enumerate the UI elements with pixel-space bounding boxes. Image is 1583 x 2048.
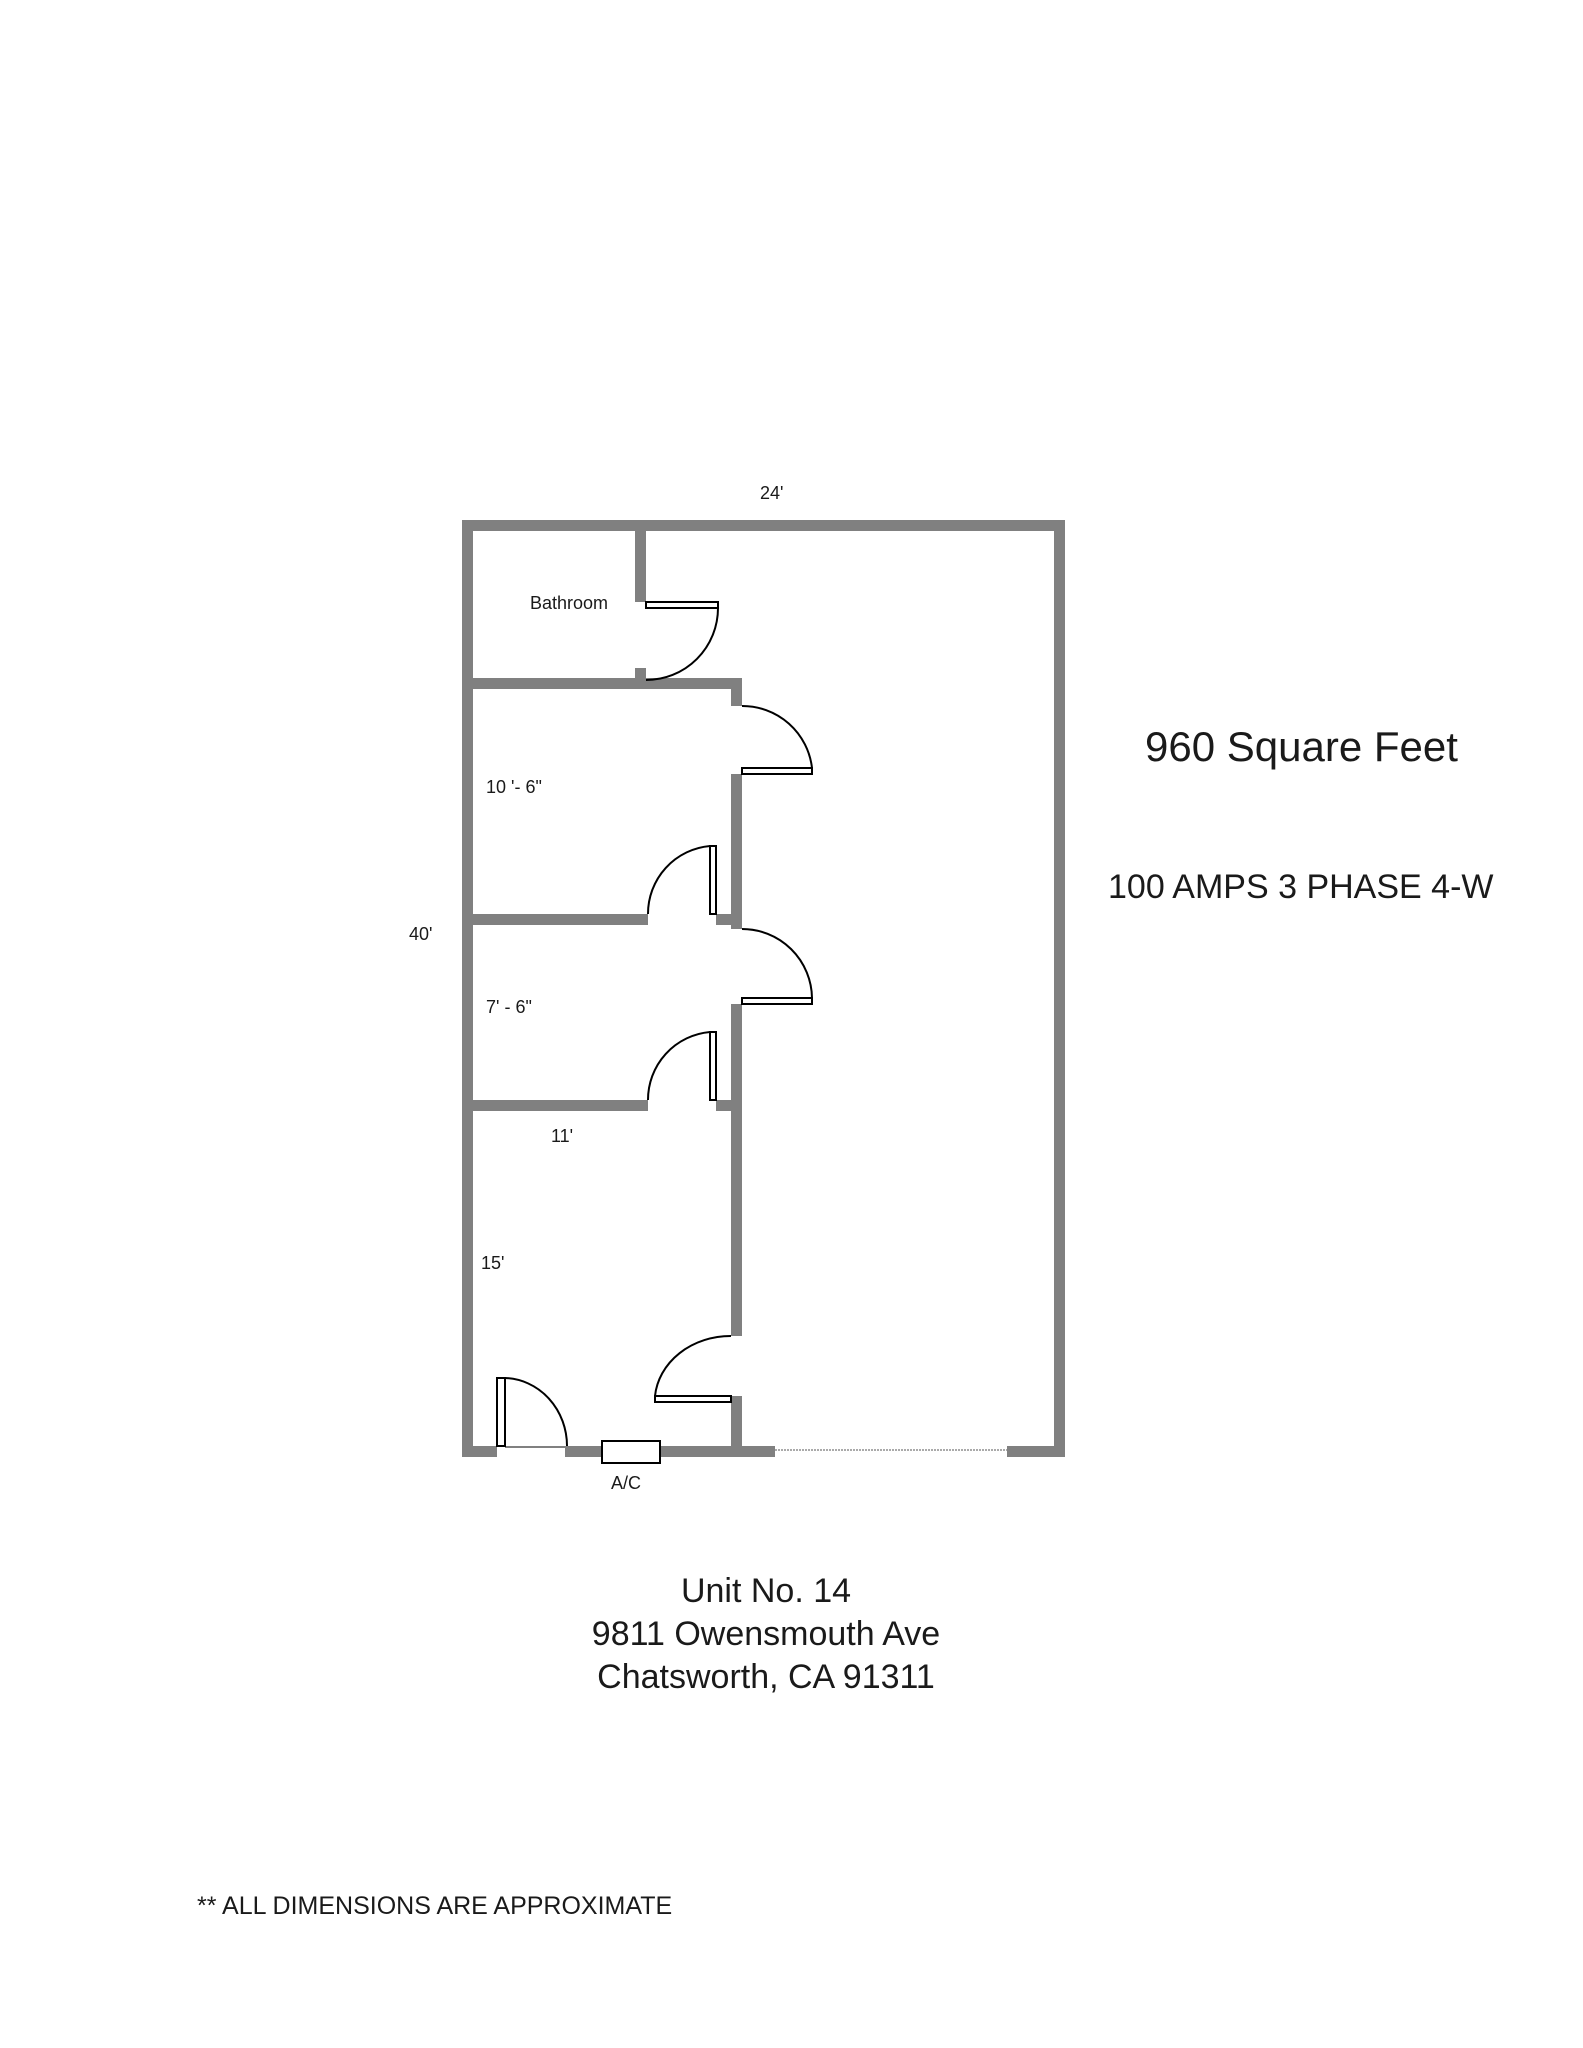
- width-label: 24': [760, 483, 784, 503]
- bottom-wall-mid: [565, 1446, 775, 1457]
- bathroom-right-wall-lower: [635, 668, 646, 683]
- bathroom-bottom-wall: [462, 678, 742, 689]
- partition-1: [731, 678, 742, 706]
- left-wall: [462, 520, 473, 1457]
- office-2-bottom-wall: [462, 1100, 648, 1111]
- office-3-width-label: 11': [551, 1126, 574, 1146]
- area-label: 960 Square Feet: [1145, 723, 1458, 770]
- office-1-bottom-wall-right: [716, 914, 742, 925]
- office-2-door: [741, 928, 813, 1005]
- top-wall: [462, 520, 1065, 531]
- address-city: Chatsworth, CA 91311: [597, 1658, 935, 1697]
- office-2-bottom-wall-right: [716, 1100, 742, 1111]
- office-2-inner-door: [646, 1031, 717, 1101]
- bathroom-door: [645, 601, 719, 681]
- doors: [496, 601, 1007, 1451]
- office-3-door: [654, 1334, 732, 1403]
- bottom-wall-left: [462, 1446, 497, 1457]
- address-unit: Unit No. 14: [680, 1572, 852, 1610]
- bathroom-right-wall-upper: [635, 520, 646, 602]
- bathroom-label: Bathroom: [530, 593, 609, 613]
- office-1-door: [741, 704, 813, 775]
- walls: [462, 520, 1065, 1457]
- office-1-label: 10 '- 6": [486, 777, 542, 797]
- office-1-bottom-wall: [462, 914, 648, 925]
- office-3-height-label: 15': [481, 1253, 505, 1273]
- partition-4: [731, 1396, 742, 1457]
- office-2-label: 7' - 6": [486, 997, 532, 1017]
- right-wall: [1054, 520, 1065, 1457]
- address-street: 9811 Owensmouth Ave: [591, 1615, 941, 1654]
- ac-label: A/C: [611, 1473, 642, 1493]
- partition-2: [731, 774, 742, 929]
- electrical-label: 100 AMPS 3 PHASE 4-W: [1108, 868, 1494, 906]
- entry-door: [496, 1377, 568, 1448]
- footnote: ** ALL DIMENSIONS ARE APPROXIMATE: [197, 1892, 673, 1920]
- ac-unit: [601, 1440, 661, 1464]
- address-block: Unit No. 14 9811 Owensmouth Ave Chatswor…: [466, 1570, 1066, 1700]
- partition-3: [731, 1004, 742, 1336]
- office-1-inner-door: [646, 845, 717, 915]
- bottom-wall-right: [1007, 1446, 1065, 1457]
- height-label: 40': [409, 924, 433, 944]
